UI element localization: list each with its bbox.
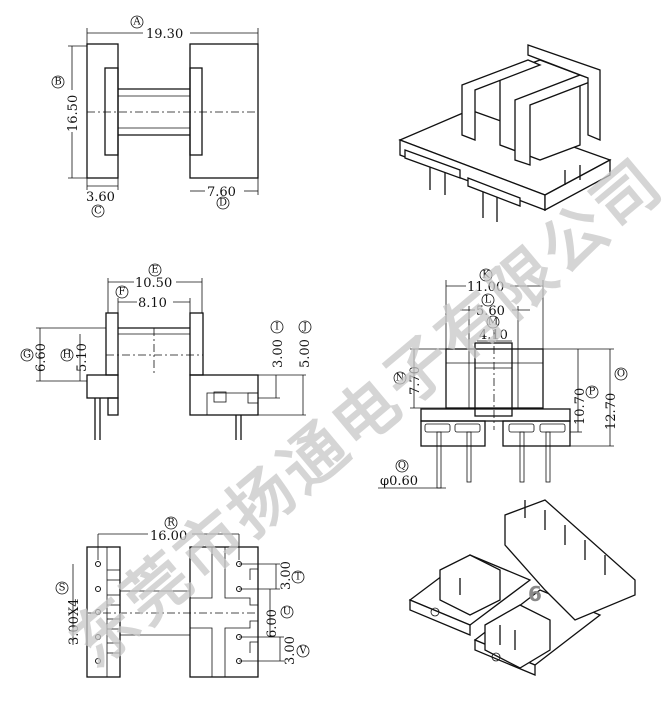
- dim-F-value: 8.10: [138, 296, 167, 311]
- dim-O-tag: O: [617, 369, 625, 380]
- dim-M-value: 4.10: [479, 328, 508, 343]
- page-number: 6: [528, 582, 542, 606]
- bottom-view: 16.00 R 3.00X4 S 3.00 T 6.00 U 3.00 V: [55, 516, 310, 678]
- dim-T-tag: T: [295, 572, 302, 583]
- dim-G-value: 6.60: [34, 343, 49, 372]
- dim-C-value: 3.60: [86, 190, 115, 205]
- dim-H-tag: H: [63, 350, 72, 361]
- dim-L-tag: L: [485, 295, 492, 306]
- dim-L-value: 5.60: [476, 304, 505, 319]
- dim-M-tag: M: [488, 317, 498, 328]
- dim-D-tag: D: [219, 198, 227, 209]
- dim-Q-tag: Q: [398, 461, 406, 472]
- dim-P-value: 10.70: [573, 388, 588, 425]
- dim-G-tag: G: [23, 350, 31, 361]
- dim-S-tag: S: [59, 583, 66, 594]
- dim-T-value: 3.00: [279, 561, 294, 590]
- dim-B-value: 16.50: [66, 95, 81, 132]
- dim-N-tag: N: [396, 373, 405, 384]
- dim-K-tag: K: [482, 270, 490, 281]
- side-view: 10.50 E 8.10 F 6.60 G 5.10 H 3.00 I 5.00…: [20, 263, 313, 440]
- dim-N-value: 7.70: [408, 366, 423, 395]
- isometric-view-top: [398, 44, 612, 222]
- dim-P-tag: P: [589, 387, 596, 398]
- dim-R-tag: R: [167, 518, 175, 529]
- dim-Q-value: φ0.60: [380, 474, 418, 489]
- dim-U-value: 6.00: [265, 609, 280, 638]
- dim-U-tag: U: [283, 607, 291, 618]
- dim-J-tag: J: [302, 322, 307, 333]
- dim-S-value: 3.00X4: [67, 599, 82, 645]
- dim-E-value: 10.50: [135, 276, 172, 291]
- dim-V-value: 3.00: [283, 636, 298, 665]
- dim-C-tag: C: [94, 206, 102, 217]
- dim-H-value: 5.10: [75, 343, 90, 372]
- dim-I-tag: I: [275, 322, 279, 333]
- dim-F-tag: F: [119, 287, 126, 298]
- dim-J-value: 5.00: [298, 339, 313, 368]
- front-view: 11.00 K 5.60 L 4.10 M 7.70 N 10.70 P 12.…: [378, 268, 628, 489]
- dim-E-tag: E: [151, 265, 158, 276]
- top-view: 19.30 A 16.50 B 3.60 C 7.60 D: [51, 15, 259, 218]
- dim-O-value: 12.70: [604, 393, 619, 430]
- pins: [436, 431, 551, 489]
- dim-K-value: 11.00: [467, 280, 504, 295]
- dim-R-value: 16.00: [150, 529, 187, 544]
- dim-A-tag: A: [132, 17, 141, 28]
- dim-V-tag: V: [298, 646, 307, 657]
- dim-A-value: 19.30: [146, 27, 183, 42]
- dim-B-tag: B: [54, 77, 61, 88]
- dim-I-value: 3.00: [271, 339, 286, 368]
- isometric-view-bottom: 6: [408, 499, 636, 676]
- dim-D-value: 7.60: [207, 185, 236, 200]
